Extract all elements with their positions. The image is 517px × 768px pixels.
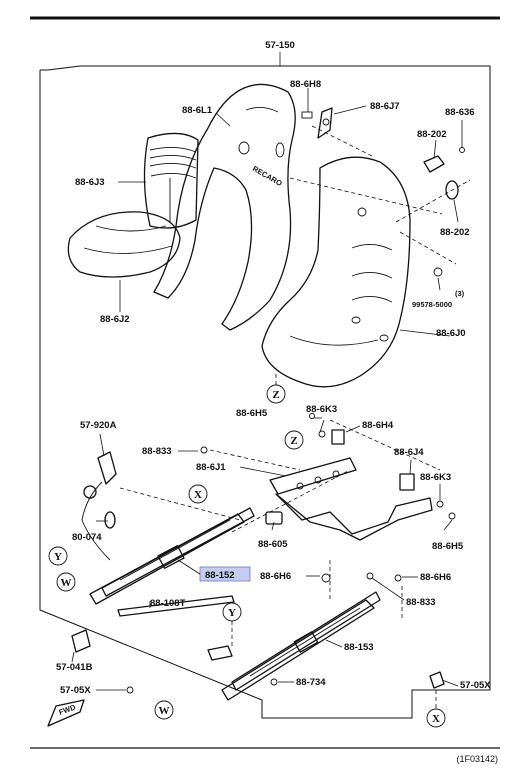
label-spacer: 88-605: [258, 539, 288, 550]
label-bolt-h5-right: 88-6H5: [432, 541, 464, 552]
label-seat-cover: 88-6J3: [75, 177, 105, 188]
label-bracket-j1: 88-6J1: [196, 462, 226, 473]
ref-circle-y-left: Y: [48, 546, 68, 566]
label-bolt-x-left: 57-05X: [60, 685, 91, 696]
svg-text:Y: Y: [54, 551, 62, 563]
label-bracket-h4: 88-6H4: [362, 420, 394, 431]
svg-text:Z: Z: [272, 389, 279, 401]
label-bolt-top: 88-6H8: [290, 79, 321, 90]
label-washer: 99578-5000: [412, 300, 452, 309]
misc-lower-hardware: [71, 413, 456, 694]
seat-cover-part: [143, 132, 199, 229]
rail-left-part: [89, 507, 255, 605]
assembly-frame: [39, 65, 491, 719]
label-clips: 80-074: [72, 532, 102, 543]
ref-circle-w-right: W: [154, 700, 174, 720]
brand-text: RECARO: [251, 164, 284, 188]
svg-text:Y: Y: [228, 607, 236, 619]
label-bolt-h5-upper: 88-6H5: [236, 408, 268, 419]
svg-text:W: W: [159, 705, 170, 717]
upper-hardware: [289, 107, 471, 277]
label-knob: 88-6J7: [370, 101, 400, 112]
svg-text:X: X: [432, 713, 440, 725]
fwd-arrow-icon: FWD: [47, 699, 85, 727]
label-bolt-x-right: 57-05X: [460, 680, 491, 691]
label-screw: 88-636: [445, 107, 475, 118]
cushion-cover-part: [67, 211, 181, 278]
shell-rear-part: [261, 156, 411, 388]
label-rail-right: 88-153: [344, 642, 374, 653]
label-cap: 57-041B: [56, 662, 93, 673]
label-pad-upper: 88-202: [417, 129, 447, 140]
label-bolt-833-lower: 88-833: [406, 597, 436, 608]
svg-text:X: X: [194, 489, 202, 501]
ref-circle-y-right: Y: [222, 602, 242, 622]
ref-circle-x-upper: X: [188, 484, 208, 504]
label-bolt-k3-right: 88-6K3: [420, 472, 451, 483]
label-cushion-cover: 88-6J2: [100, 314, 130, 325]
label-shell-rear: 88-6J0: [436, 328, 466, 339]
label-bolt-833-upper: 88-833: [142, 446, 172, 457]
label-assembly: 57-150: [265, 40, 295, 51]
label-pad-lower: 88-202: [440, 227, 470, 238]
label-back-shell: 88-6L1: [182, 105, 213, 116]
leader-lines: [71, 88, 463, 691]
label-bolt-k3-upper: 88-6K3: [306, 404, 337, 415]
diagram-code: (1F03142): [456, 754, 498, 764]
ref-circle-w-left: W: [56, 572, 76, 592]
svg-text:W: W: [61, 577, 72, 589]
ref-circle-z-lower: Z: [284, 430, 304, 450]
label-bolt-734: 88-734: [296, 677, 326, 688]
ref-circle-z-upper: Z: [266, 384, 286, 404]
label-nut-h6-left: 88-6H6: [260, 571, 291, 582]
ref-circle-x-lower: X: [426, 708, 446, 728]
label-nut-h6-right: 88-6H6: [420, 572, 451, 583]
label-bar: 88-108T: [150, 598, 186, 609]
bracket-j1-part: [269, 429, 433, 541]
label-rail-left: 88-152: [205, 570, 235, 581]
svg-text:Z: Z: [290, 435, 297, 447]
rail-right-part: [207, 591, 381, 701]
label-washer-qty: (3): [455, 289, 465, 298]
label-cable: 57-920A: [80, 420, 117, 431]
label-bracket-j4: 88-6J4: [394, 447, 424, 458]
